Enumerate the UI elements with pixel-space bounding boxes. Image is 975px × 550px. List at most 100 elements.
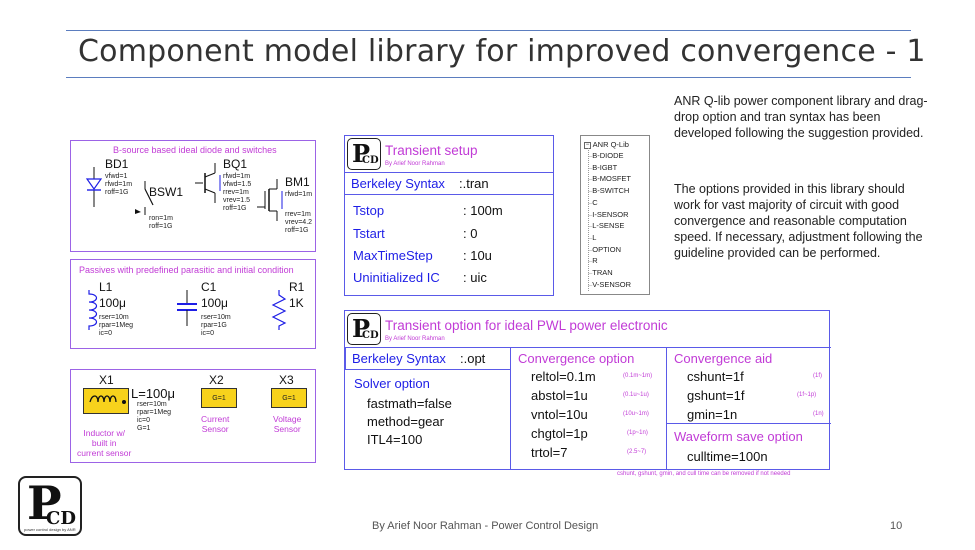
solver-title: Solver option: [354, 376, 430, 391]
tree-branch: ─: [588, 154, 593, 160]
description-p2: The options provided in this library sho…: [674, 182, 923, 260]
diode-symbol-icon: [85, 167, 103, 207]
bq1-name: BQ1: [223, 157, 248, 171]
logo-p-small: P: [352, 139, 371, 168]
conv-reltol: reltol=0.1m: [531, 369, 596, 384]
option-syntax-cell: Berkeley Syntax :.opt: [345, 347, 511, 370]
tree-item[interactable]: ─OPTION: [581, 245, 621, 254]
tree-item-label: OPTION: [592, 244, 622, 254]
inductor-symbol-icon: [88, 290, 98, 330]
slide-title: Component model library for improved con…: [78, 34, 926, 69]
tree-branch: ─: [588, 189, 593, 196]
l1-name: L1: [99, 280, 113, 294]
capacitor-symbol-icon: [177, 290, 197, 326]
tree-item-label: V-SENSOR: [592, 279, 632, 289]
tree-item[interactable]: ─B-MOSFET: [581, 174, 631, 183]
convergence-title: Convergence option: [518, 351, 635, 366]
tree-item[interactable]: ─B-IGBT: [581, 163, 617, 172]
tree-item[interactable]: ─L: [581, 233, 596, 242]
conv-chgtol-range: (1p~1n): [627, 430, 648, 436]
current-sensor-block: G=1: [201, 388, 237, 408]
panel-passives: Passives with predefined parasitic and i…: [70, 259, 316, 349]
waveform-title: Waveform save option: [674, 429, 803, 444]
mosfet-symbol-icon: [257, 179, 283, 221]
uic-label: Uninitialized IC: [353, 270, 440, 285]
tree-branch: ─: [588, 165, 593, 172]
x1-caption: Inductor w/ built in current sensor: [77, 428, 132, 458]
tree-items: ─B-DIODE─B-IGBT─B-MOSFET─B-SWITCH─C─I-SE…: [581, 151, 651, 291]
conv-trtol-range: (2.5~7): [627, 449, 647, 455]
tree-item[interactable]: ─L-SENSE: [581, 221, 624, 230]
bm1-params-top: rfwd=1m: [285, 191, 313, 198]
transient-setup-title: Transient setup: [385, 143, 478, 158]
bm1-params: rrev=1m vrev=4.2 roff=1G: [285, 211, 313, 234]
tree-branch: ─: [588, 224, 593, 231]
voltage-sensor-block: G=1: [271, 388, 307, 408]
tree-branch: ─: [588, 200, 593, 207]
tree-root-label: ANR Q-Lib: [592, 140, 629, 149]
bd1-name: BD1: [105, 157, 129, 171]
tstop-value: : 100m: [463, 203, 503, 218]
x1-params: rser=10m rpar=1Meg ic=0 G=1: [137, 401, 172, 432]
r1-value: 1K: [289, 296, 304, 310]
pcd-logo-small: P CD: [347, 138, 381, 170]
conv-reltol-range: (0.1m~1m): [623, 373, 653, 379]
page-number: 10: [890, 520, 903, 532]
solver-cell: Solver option fastmath=false method=gear…: [345, 369, 511, 470]
bd1-params: vfwd=1 rfwd=1m roff=1G: [105, 173, 133, 196]
conv-abstol: abstol=1u: [531, 388, 588, 403]
tree-item[interactable]: ─R: [581, 256, 598, 265]
description-p1: ANR Q-lib power component library and dr…: [674, 94, 928, 140]
resistor-symbol-icon: [271, 290, 287, 330]
maxtimestep-label: MaxTimeStep: [353, 248, 433, 263]
tree-item-label: TRAN: [592, 268, 613, 277]
bsw1-name: BSW1: [149, 185, 184, 199]
tree-item[interactable]: ─B-DIODE: [581, 151, 624, 160]
x3-name: X3: [279, 373, 294, 387]
tree-item[interactable]: ─V-SENSOR: [581, 280, 631, 289]
x1-value: L=100μ: [131, 386, 176, 401]
tree-item[interactable]: ─B-SWITCH: [581, 186, 629, 195]
uic-value: : uic: [463, 270, 487, 285]
tree-item[interactable]: ─TRAN: [581, 268, 613, 277]
syntax-value: :.tran: [459, 176, 489, 191]
logo-p-small-2: P: [352, 314, 371, 343]
conv-vntol-range: (10u~1m): [623, 411, 649, 417]
aid-gmin-range: (1n): [813, 411, 824, 417]
inductor-sensor-icon: [89, 395, 126, 404]
tree-item[interactable]: ─I-SENSOR: [581, 210, 629, 219]
aid-title: Convergence aid: [674, 351, 773, 366]
c1-value: 100μ: [201, 296, 228, 310]
x2-symbol: G=1: [212, 395, 226, 402]
panel-subcircuits: X1 L=100μ rser=10m rpar=1Meg ic=0 G=1 In…: [70, 369, 316, 463]
waveform-cell: Waveform save option culltime=100n: [666, 423, 831, 470]
tree-root[interactable]: − ANR Q-Lib: [584, 140, 629, 149]
tstop-label: Tstop: [353, 203, 385, 218]
transient-option-box: P CD Transient option for ideal PWL powe…: [344, 310, 831, 470]
x3-symbol: G=1: [282, 395, 296, 402]
convergence-aid-cell: Convergence aid cshunt=1f (1f) gshunt=1f…: [666, 347, 831, 424]
aid-cshunt-range: (1f): [813, 373, 822, 379]
option-syntax-label: Berkeley Syntax: [352, 351, 446, 366]
tree-branch: ─: [588, 259, 593, 266]
aid-gshunt: gshunt=1f: [687, 388, 745, 403]
tree-branch: ─: [588, 247, 593, 254]
x2-caption: Current Sensor: [201, 414, 230, 434]
solver-item-method: method=gear: [367, 414, 444, 429]
c1-params: rser=10m rpar=1G ic=0: [201, 314, 231, 337]
logo-cd: CD: [46, 508, 76, 529]
tree-branch: ─: [588, 212, 593, 219]
waveform-culltime: culltime=100n: [687, 449, 768, 464]
tree-item-label: B-DIODE: [592, 151, 624, 160]
solver-item-fastmath: fastmath=false: [367, 396, 452, 411]
solver-item-itl4: ITL4=100: [367, 432, 423, 447]
l1-params: rser=10m rpar=1Meg ic=0: [99, 314, 134, 337]
panel-bsource: B-source based ideal diode and switches …: [70, 140, 316, 252]
option-syntax-value: :.opt: [460, 351, 486, 366]
tree-item-label: B-IGBT: [592, 162, 618, 172]
aid-cshunt: cshunt=1f: [687, 369, 744, 384]
tree-item[interactable]: ─C: [581, 198, 598, 207]
bm1-name: BM1: [285, 175, 310, 189]
pcd-logo: P CD power control design by ANR: [18, 476, 82, 536]
panel-bsource-title: B-source based ideal diode and switches: [113, 145, 277, 155]
